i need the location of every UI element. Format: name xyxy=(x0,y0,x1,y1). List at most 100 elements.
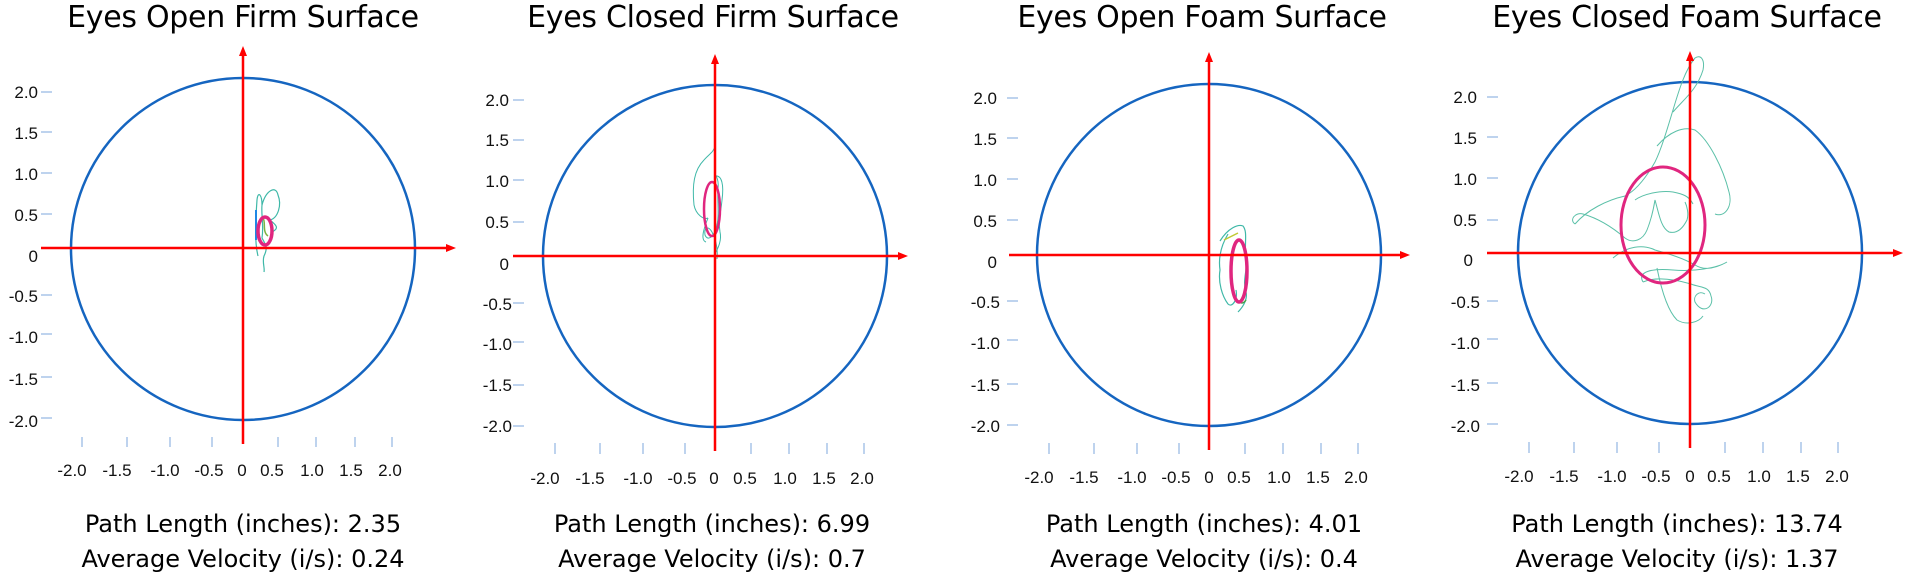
svg-text:-0.5: -0.5 xyxy=(1641,467,1670,486)
confidence-ellipse xyxy=(702,180,722,238)
panel-title: Eyes Closed Foam Surface xyxy=(1492,0,1882,35)
x-axis-arrow-icon xyxy=(1893,249,1903,257)
svg-text:1.0: 1.0 xyxy=(1747,467,1771,486)
svg-text:-0.5: -0.5 xyxy=(194,461,223,480)
svg-text:1.5: 1.5 xyxy=(973,130,997,149)
svg-text:2.0: 2.0 xyxy=(1453,88,1477,107)
svg-text:-2.0: -2.0 xyxy=(1451,417,1480,436)
svg-text:-2.0: -2.0 xyxy=(1504,467,1533,486)
panel-title: Eyes Closed Firm Surface xyxy=(527,0,899,35)
y-axis-ticks: 2.0 1.5 1.0 0.5 0 -0.5 -1.0 -1.5 -2.0 xyxy=(1451,88,1498,436)
svg-text:1.0: 1.0 xyxy=(773,469,797,488)
panel-eyes-open-firm: Eyes Open Firm Surface 2.0 1.5 1.0 0.5 0… xyxy=(0,0,476,578)
svg-text:-0.5: -0.5 xyxy=(1161,468,1190,487)
svg-text:-2.0: -2.0 xyxy=(971,417,1000,436)
svg-text:-1.0: -1.0 xyxy=(1597,467,1626,486)
svg-text:0.5: 0.5 xyxy=(260,461,284,480)
sway-plot: 2.0 1.5 1.0 0.5 0 -0.5 -1.0 -1.5 -2.0 xyxy=(1451,51,1903,486)
svg-text:2.0: 2.0 xyxy=(1825,467,1849,486)
svg-text:0: 0 xyxy=(1464,251,1473,270)
svg-text:2.0: 2.0 xyxy=(14,83,38,102)
svg-text:1.0: 1.0 xyxy=(485,172,509,191)
y-axis-arrow-icon xyxy=(1205,52,1213,62)
svg-text:1.0: 1.0 xyxy=(1453,170,1477,189)
svg-text:-2.0: -2.0 xyxy=(530,469,559,488)
y-axis-arrow-icon xyxy=(1686,51,1694,61)
x-axis-ticks: -2.0 -1.5 -1.0 -0.5 0 0.5 1.0 1.5 2.0 xyxy=(57,437,402,480)
svg-text:1.5: 1.5 xyxy=(1786,467,1810,486)
svg-text:0.5: 0.5 xyxy=(1453,211,1477,230)
svg-text:-1.0: -1.0 xyxy=(1117,468,1146,487)
svg-text:0: 0 xyxy=(988,253,997,272)
svg-text:-0.5: -0.5 xyxy=(1451,293,1480,312)
panel-eyes-closed-firm: Eyes Closed Firm Surface 2.0 1.5 1.0 0.5… xyxy=(472,0,948,578)
svg-text:-1.0: -1.0 xyxy=(971,334,1000,353)
svg-text:0: 0 xyxy=(1204,468,1213,487)
x-axis-ticks: -2.0 -1.5 -1.0 -0.5 0 0.5 1.0 1.5 2.0 xyxy=(1024,443,1368,487)
confidence-ellipse xyxy=(1619,165,1707,285)
svg-text:2.0: 2.0 xyxy=(485,91,509,110)
svg-text:0.5: 0.5 xyxy=(733,469,757,488)
svg-text:-1.0: -1.0 xyxy=(1451,334,1480,353)
svg-text:2.0: 2.0 xyxy=(1344,468,1368,487)
sway-trace xyxy=(692,145,724,260)
svg-text:0: 0 xyxy=(1685,467,1694,486)
confidence-ellipse xyxy=(1229,238,1249,304)
average-velocity-stat: Average Velocity (i/s): 0.24 xyxy=(81,545,405,573)
svg-text:-1.0: -1.0 xyxy=(483,335,512,354)
svg-text:-2.0: -2.0 xyxy=(1024,468,1053,487)
svg-text:-0.5: -0.5 xyxy=(483,295,512,314)
path-length-stat: Path Length (inches): 6.99 xyxy=(553,510,871,538)
y-axis-arrow-icon xyxy=(239,46,247,56)
y-axis-arrow-icon xyxy=(711,54,719,64)
svg-text:0: 0 xyxy=(29,247,38,266)
average-velocity-stat: Average Velocity (i/s): 0.7 xyxy=(558,545,866,573)
svg-text:2.0: 2.0 xyxy=(973,89,997,108)
svg-text:0: 0 xyxy=(709,469,718,488)
svg-text:0: 0 xyxy=(237,461,246,480)
svg-text:-0.5: -0.5 xyxy=(971,293,1000,312)
svg-text:-1.5: -1.5 xyxy=(971,376,1000,395)
average-velocity-stat: Average Velocity (i/s): 1.37 xyxy=(1515,545,1839,573)
svg-text:2.0: 2.0 xyxy=(850,469,874,488)
x-axis-arrow-icon xyxy=(898,252,908,260)
y-axis-ticks: 2.0 1.5 1.0 0.5 0 -0.5 -1.0 -1.5 -2.0 xyxy=(971,89,1018,436)
y-axis-ticks: 2.0 1.5 1.0 0.5 0 -0.5 -1.0 -1.5 -2.0 xyxy=(483,91,524,436)
svg-text:1.5: 1.5 xyxy=(339,461,363,480)
confidence-ellipse xyxy=(256,215,274,247)
svg-text:1.5: 1.5 xyxy=(14,124,38,143)
x-axis-ticks: -2.0 -1.5 -1.0 -0.5 0 0.5 1.0 1.5 2.0 xyxy=(530,443,874,488)
svg-text:0.5: 0.5 xyxy=(973,212,997,231)
svg-text:1.0: 1.0 xyxy=(300,461,324,480)
axes xyxy=(41,54,448,444)
svg-text:-1.5: -1.5 xyxy=(1069,468,1098,487)
panel-eyes-closed-foam: Eyes Closed Foam Surface 2.0 1.5 1.0 0.5… xyxy=(1447,0,1905,578)
svg-text:1.5: 1.5 xyxy=(812,469,836,488)
svg-text:-2.0: -2.0 xyxy=(57,461,86,480)
svg-text:-1.0: -1.0 xyxy=(9,328,38,347)
sway-plot: 2.0 1.5 1.0 0.5 0 -0.5 -1.0 -1.5 -2.0 xyxy=(483,54,908,488)
svg-text:-2.0: -2.0 xyxy=(9,412,38,431)
svg-text:1.5: 1.5 xyxy=(1306,468,1330,487)
svg-text:1.5: 1.5 xyxy=(1453,129,1477,148)
axes xyxy=(1487,60,1893,448)
svg-text:1.0: 1.0 xyxy=(973,171,997,190)
svg-text:0: 0 xyxy=(500,255,509,274)
y-axis-ticks: 2.0 1.5 1.0 0.5 0 -0.5 -1.0 -1.5 -2.0 xyxy=(9,83,52,431)
average-velocity-stat: Average Velocity (i/s): 0.4 xyxy=(1050,545,1358,573)
svg-text:-1.0: -1.0 xyxy=(150,461,179,480)
svg-text:-0.5: -0.5 xyxy=(9,287,38,306)
svg-text:-1.5: -1.5 xyxy=(1549,467,1578,486)
x-axis-arrow-icon xyxy=(1400,251,1410,259)
svg-text:0.5: 0.5 xyxy=(485,213,509,232)
x-axis-ticks: -2.0 -1.5 -1.0 -0.5 0 0.5 1.0 1.5 2.0 xyxy=(1504,442,1849,486)
svg-text:0.5: 0.5 xyxy=(1227,468,1251,487)
svg-text:0.5: 0.5 xyxy=(14,206,38,225)
svg-text:-1.0: -1.0 xyxy=(623,469,652,488)
panel-eyes-open-foam: Eyes Open Foam Surface 2.0 1.5 1.0 0.5 0… xyxy=(966,0,1442,578)
path-length-stat: Path Length (inches): 13.74 xyxy=(1511,510,1843,538)
panel-title: Eyes Open Firm Surface xyxy=(67,0,419,35)
svg-text:-0.5: -0.5 xyxy=(667,469,696,488)
svg-text:-1.5: -1.5 xyxy=(575,469,604,488)
svg-text:2.0: 2.0 xyxy=(378,461,402,480)
